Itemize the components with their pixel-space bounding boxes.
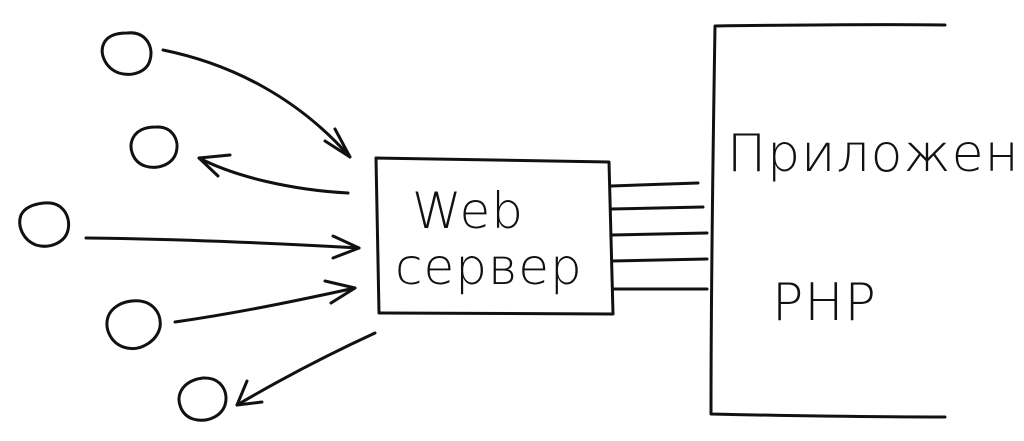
web-server-box bbox=[374, 156, 615, 316]
php-application-box bbox=[709, 23, 947, 419]
client-node-5 bbox=[177, 376, 228, 422]
request-arrow-1 bbox=[161, 48, 352, 159]
web-server-label-line1: Web bbox=[412, 182, 524, 240]
application-label-line1: Приложение bbox=[727, 124, 1024, 184]
client-node-4 bbox=[105, 299, 162, 351]
client-node-2 bbox=[129, 125, 179, 169]
client-node-3 bbox=[18, 201, 71, 248]
request-arrow-3 bbox=[84, 234, 361, 260]
web-server-label-line2: сервер bbox=[395, 238, 583, 296]
connection-line-1 bbox=[609, 181, 700, 188]
response-arrow-5 bbox=[235, 331, 377, 407]
application-label-line2: PHP bbox=[772, 273, 877, 333]
client-node-1 bbox=[100, 31, 153, 76]
response-arrow-2 bbox=[197, 153, 350, 195]
connection-line-4 bbox=[610, 257, 709, 263]
connection-line-2 bbox=[609, 205, 705, 211]
connection-line-3 bbox=[610, 231, 709, 237]
request-arrow-4 bbox=[173, 279, 357, 324]
